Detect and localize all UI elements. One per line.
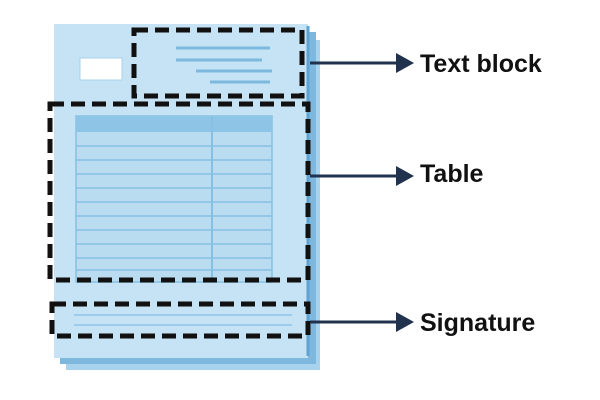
signature-outline bbox=[49, 301, 311, 339]
table-header bbox=[76, 116, 272, 132]
text-block-outline bbox=[131, 27, 305, 99]
text-block-label: Text block bbox=[420, 50, 542, 78]
arrow-right-icon bbox=[310, 312, 414, 332]
arrow-right-icon bbox=[310, 53, 414, 73]
table-row-lines bbox=[76, 145, 272, 271]
table-label: Table bbox=[420, 160, 484, 188]
document-icon bbox=[54, 24, 320, 370]
table-graphic bbox=[75, 115, 273, 283]
logo-box bbox=[79, 57, 123, 81]
table-outline bbox=[47, 101, 311, 283]
arrow-right-icon bbox=[310, 166, 414, 186]
signature-label: Signature bbox=[420, 309, 536, 337]
table-body bbox=[75, 115, 273, 283]
